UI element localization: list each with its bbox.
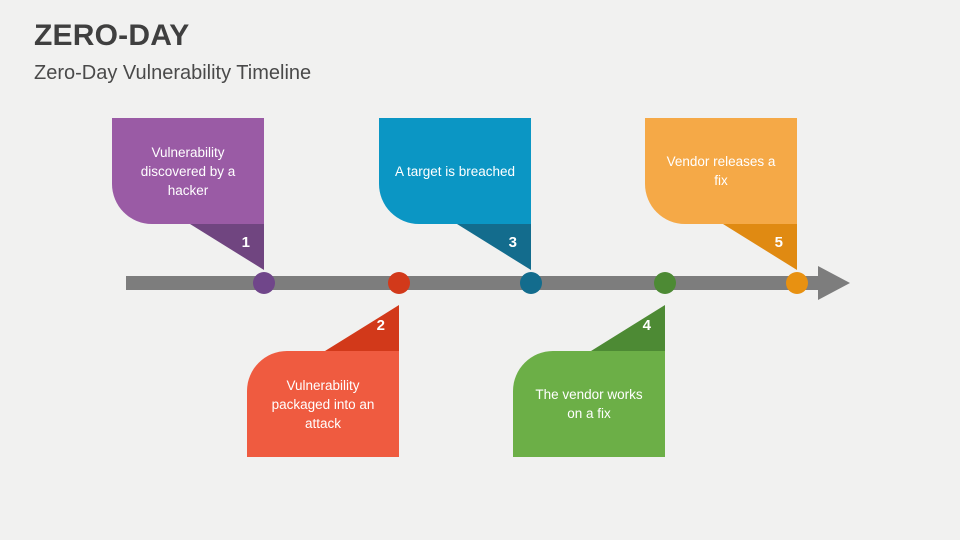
callout-body (112, 118, 264, 224)
callout-shape (513, 305, 665, 457)
callout-shape (112, 118, 264, 270)
callout-body (513, 351, 665, 457)
timeline-dot-1[interactable] (253, 272, 275, 294)
callout-tail (687, 224, 797, 270)
callout-tail (555, 305, 665, 351)
callout-shape (379, 118, 531, 270)
timeline-dot-3[interactable] (520, 272, 542, 294)
page-title: ZERO-DAY (34, 19, 190, 52)
callout-body (379, 118, 531, 224)
callout-step-number: 1 (241, 234, 250, 251)
callout-tail (289, 305, 399, 351)
callout-label: Vulnerability discovered by a hacker (140, 144, 236, 198)
callout-step-1[interactable]: Vulnerability discovered by a hacker 1 (112, 118, 264, 270)
callout-body (247, 351, 399, 457)
timeline-arrowhead (818, 266, 850, 300)
page-subtitle: Zero-Day Vulnerability Timeline (34, 62, 312, 84)
callout-step-number: 3 (508, 234, 517, 251)
timeline-dot-4[interactable] (654, 272, 676, 294)
callout-label: Vendor releases a fix (666, 154, 776, 188)
callout-step-number: 5 (774, 234, 783, 251)
callout-tail (421, 224, 531, 270)
callout-label: The vendor works on a fix (535, 387, 643, 421)
callout-shape (247, 305, 399, 457)
callout-body (645, 118, 797, 224)
timeline-dot-2[interactable] (388, 272, 410, 294)
callout-tail (154, 224, 264, 270)
callout-label: Vulnerability packaged into an attack (271, 377, 375, 431)
callout-step-2[interactable]: Vulnerability packaged into an attack 2 (247, 305, 399, 457)
callout-label: A target is breached (394, 163, 516, 179)
callout-step-5[interactable]: Vendor releases a fix 5 (645, 118, 797, 270)
callout-step-3[interactable]: A target is breached 3 (379, 118, 531, 270)
timeline-bar (126, 276, 820, 290)
timeline-markers (253, 272, 808, 294)
timeline-dot-5[interactable] (786, 272, 808, 294)
callout-step-number: 2 (376, 317, 385, 334)
callout-step-number: 4 (642, 317, 651, 334)
callout-shape (645, 118, 797, 270)
callout-step-4[interactable]: The vendor works on a fix 4 (513, 305, 665, 457)
